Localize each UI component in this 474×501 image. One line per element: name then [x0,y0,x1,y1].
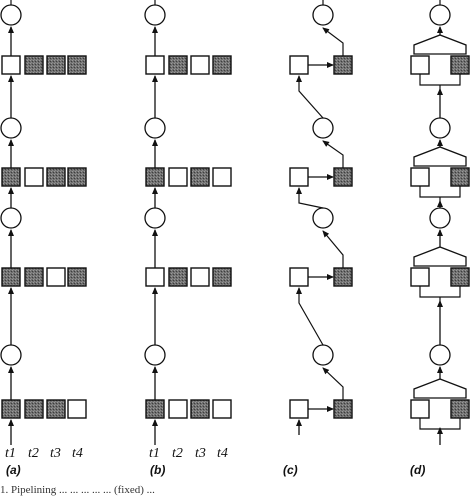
panel-c-merge-line-3 [322,140,344,168]
time-label-b-3: t3 [195,446,206,461]
panel-a-stage-circle-4 [0,4,22,26]
panel-b-square-r2-t2 [168,267,188,287]
panel-c-merge-line-1 [322,367,344,400]
panel-b-stage-circle-2 [144,207,166,229]
panel-d-square-right-4 [450,55,470,75]
panel-a-square-r3-t4 [67,167,87,187]
panel-a-square-r2-t4 [67,267,87,287]
panel-c-square-left-3 [289,167,309,187]
panel-b-square-r3-t2 [168,167,188,187]
panel-d-square-left-4 [410,55,430,75]
time-label-a-1: t1 [5,446,16,461]
panel-b-square-r4-t4 [212,55,232,75]
panel-b-square-r3-t4 [212,167,232,187]
panel-a-square-r2-t2 [24,267,44,287]
panel-b-label: (b) [150,463,165,477]
panel-c-branch-line-1 [296,287,324,346]
panel-c-branch-line-2 [296,187,324,209]
panel-c-square-right-3 [333,167,353,187]
panel-b-square-r1-t3 [190,399,210,419]
panel-c-square-right-4 [333,55,353,75]
panel-d-square-right-1 [450,399,470,419]
panel-b-square-r3-t1 [145,167,165,187]
panel-d-stage-circle-2 [429,207,451,229]
panel-a-square-r1-t4 [67,399,87,419]
panel-a-stage-circle-1 [0,344,22,366]
panel-c-branch-line-3 [296,75,324,119]
panel-a-square-r1-t3 [46,399,66,419]
panel-d-merge-house-3 [413,146,467,167]
panel-a-square-r3-t3 [46,167,66,187]
panel-d-merge-house-4 [413,34,467,55]
figure-caption: 1. Pipelining ... ... ... ... ... (fixed… [0,484,155,496]
panel-b-square-r2-t3 [190,267,210,287]
panel-a-square-r2-t1 [1,267,21,287]
panel-a-square-r4-t1 [1,55,21,75]
panel-d-label: (d) [410,463,425,477]
panel-d-square-left-3 [410,167,430,187]
panel-a-square-r4-t3 [46,55,66,75]
panel-b-square-r4-t2 [168,55,188,75]
panel-a-label: (a) [6,463,21,477]
time-label-b-1: t1 [149,446,160,461]
panel-b-stage-circle-1 [144,344,166,366]
panel-d-square-left-1 [410,399,430,419]
panel-d-bottom-bracket-2 [419,286,461,298]
panel-a-stage-circle-3 [0,117,22,139]
panel-b-square-r1-t2 [168,399,188,419]
panel-a-square-r3-t1 [1,167,21,187]
panel-b-square-r4-t1 [145,55,165,75]
time-label-b-2: t2 [172,446,183,461]
panel-d-square-left-2 [410,267,430,287]
panel-d-merge-house-2 [413,246,467,267]
panel-b-square-r1-t4 [212,399,232,419]
panel-b-square-r4-t3 [190,55,210,75]
panel-a-stage-circle-2 [0,207,22,229]
panel-a-square-r4-t4 [67,55,87,75]
panel-a-square-r4-t2 [24,55,44,75]
panel-d-bottom-bracket-1 [419,418,461,430]
panel-b-square-r2-t1 [145,267,165,287]
panel-a-square-r1-t1 [1,399,21,419]
panel-c-merge-line-2 [322,230,344,268]
panel-c-square-left-1 [289,399,309,419]
panel-d-bottom-bracket-4 [419,74,461,86]
panel-c-stage-circle-3 [312,117,334,139]
panel-b-stage-circle-3 [144,117,166,139]
panel-a-square-r1-t2 [24,399,44,419]
panel-c-square-left-2 [289,267,309,287]
time-label-a-3: t3 [50,446,61,461]
panel-b-square-r1-t1 [145,399,165,419]
panel-d-square-right-3 [450,167,470,187]
panel-d-merge-house-1 [413,378,467,399]
panel-c-stage-circle-2 [312,207,334,229]
panel-d-square-right-2 [450,267,470,287]
panel-c-stage-circle-1 [312,344,334,366]
panel-a-square-r2-t3 [46,267,66,287]
panel-c-square-right-1 [333,399,353,419]
panel-d-bottom-bracket-3 [419,186,461,198]
panel-b-square-r2-t4 [212,267,232,287]
panel-c-merge-line-4 [322,27,344,56]
time-label-b-4: t4 [217,446,228,461]
panel-c-label: (c) [283,463,298,477]
panel-a-square-r3-t2 [24,167,44,187]
panel-c-square-right-2 [333,267,353,287]
panel-c-square-left-4 [289,55,309,75]
time-label-a-2: t2 [28,446,39,461]
panel-b-stage-circle-4 [144,4,166,26]
panel-c-stage-circle-4 [312,4,334,26]
panel-d-stage-circle-4 [429,4,451,26]
panel-d-stage-circle-3 [429,117,451,139]
panel-d-stage-circle-1 [429,344,451,366]
panel-b-square-r3-t3 [190,167,210,187]
time-label-a-4: t4 [72,446,83,461]
